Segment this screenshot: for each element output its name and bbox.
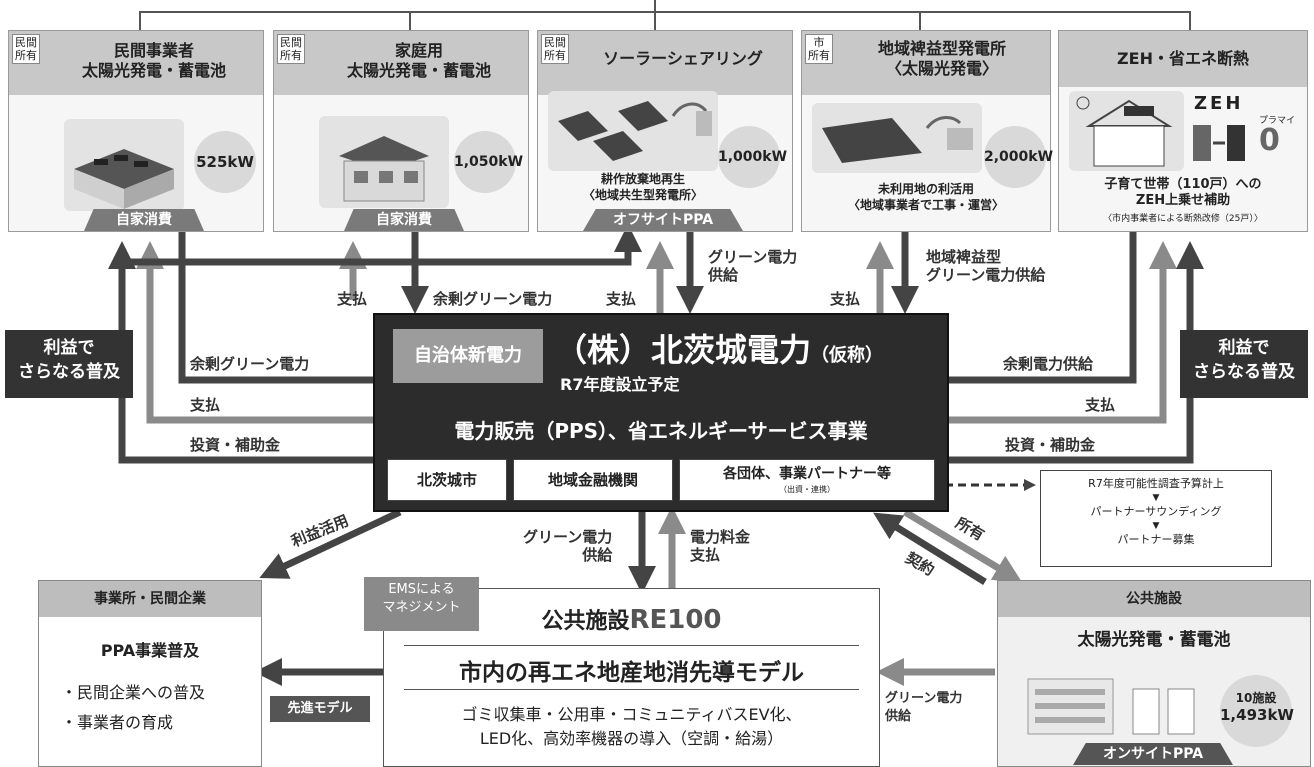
zeh-label: ZEH: [1194, 93, 1244, 114]
company-name: （株）北茨城電力（仮称）: [555, 331, 884, 369]
zero-label: プラマイ: [1259, 116, 1296, 126]
card-subnote: 〈市内事業者による断熱改修（25戸）〉: [1103, 214, 1263, 224]
advanced-model-tag: 先進モデル: [270, 696, 370, 722]
card-title: ソーラーシェアリング: [603, 49, 763, 68]
label-left-invest: 投資・補助金: [190, 436, 281, 454]
offsite-ppa-tab: オフサイトPPA: [583, 209, 743, 231]
public-facility-re100: EMSによる マネジメント 公共施設RE100 市内の再エネ地産地消先導モデル …: [364, 577, 880, 767]
establishment-note: R7年度設立予定: [560, 375, 680, 394]
capacity-badge: 10施設 1,493kW: [1220, 675, 1294, 747]
meter-icon: [1191, 123, 1251, 163]
card-title: ZEH・省エネ断熱: [1117, 49, 1249, 68]
owner-badge: 民間 所有: [12, 34, 40, 64]
divider: [404, 645, 859, 646]
label-pay-sharing: 支払: [606, 290, 637, 308]
section-head: 事業所・民間企業: [39, 581, 261, 617]
card-zeh: ZEH・省エネ断熱 ZEH プラマイ 0 子育て世帯（110戸）への ZEH上乗…: [1058, 30, 1308, 232]
divider: [404, 689, 859, 690]
solar-panel-icon: [812, 103, 982, 173]
ems-tag: EMSによる マネジメント: [364, 577, 479, 631]
capacity-badge: 1,000kW: [718, 126, 787, 188]
business-description: 電力販売（PPS）、省エネルギーサービス事業: [454, 419, 868, 443]
capacity-badge: 2,000kW: [984, 126, 1053, 188]
facility-title: 太陽光発電・蓄電池: [1077, 630, 1231, 650]
card-title: 地域裨益型発電所 〈太陽光発電〉: [877, 39, 1006, 78]
capacity-badge: 525kW: [194, 131, 256, 193]
label-green-supply: グリーン電力 供給: [708, 248, 798, 284]
zeh-house-icon: [1069, 91, 1184, 171]
list-item: ・事業者の育成: [61, 713, 174, 732]
section-head: 公共施設: [998, 581, 1310, 617]
roadmap-step-3: パートナー募集: [1117, 533, 1195, 546]
label-left-pay: 支払: [190, 396, 221, 414]
municipal-power-company: 自治体新電力 （株）北茨城電力（仮称） R7年度設立予定 電力販売（PPS）、省…: [373, 313, 949, 512]
label-right-pay: 支払: [1085, 396, 1116, 414]
business-private-enterprise: 事業所・民間企業 PPA事業普及 ・民間企業への普及 ・事業者の育成: [38, 580, 262, 767]
label-left-surplus: 余剰グリーン電力: [190, 355, 310, 373]
label-pay-house: 支払: [337, 290, 368, 308]
card-regional-power-plant: 市 所有 地域裨益型発電所 〈太陽光発電〉 2,000kW 未利用地の利活用 〈…: [801, 30, 1053, 232]
card-note: 未利用地の利活用 〈地域事業者で工事・運営〉: [847, 182, 1004, 212]
card-note: 耕作放棄地再生 〈地域共生型発電所〉: [582, 172, 703, 202]
house-solar-icon: [319, 116, 449, 208]
roadmap-box: R7年度可能性調査予算計上 ▼ パートナーサウンディング ▼ パートナー募集: [1040, 470, 1272, 567]
model-title: 市内の再エネ地産地消先導モデル: [459, 660, 804, 686]
owner-badge: 市 所有: [805, 34, 833, 64]
self-consumption-tab: 自家消費: [84, 209, 204, 231]
card-home-solar: 民間 所有 家庭用 太陽光発電・蓄電池 1,050kW 自家消費: [273, 30, 529, 232]
down-arrow-icon: ▼: [1152, 493, 1160, 503]
label-pay-regional: 支払: [830, 290, 861, 308]
card-title: 家庭用 太陽光発電・蓄電池: [346, 41, 491, 80]
zero-value: 0: [1259, 123, 1280, 158]
partner-groups: 各団体、事業パートナー等 （出資・連携）: [679, 459, 935, 501]
partner-city: 北茨城市: [387, 459, 507, 501]
list-item: ・民間企業への普及: [61, 683, 206, 702]
model-description: ゴミ収集車・公用車・コミュニティバスEV化、 LED化、高効率機器の導入（空調・…: [461, 705, 802, 748]
label-right-invest: 投資・補助金: [1005, 436, 1096, 454]
capacity-badge: 1,050kW: [454, 131, 523, 193]
card-solar-sharing: 民間 所有 ソーラーシェアリング 1,000kW 耕作放棄地再生 〈地域共生型発…: [537, 30, 793, 232]
ppa-title: PPA事業普及: [100, 641, 200, 660]
card-private-business-solar: 民間 所有 民間事業者 太陽光発電・蓄電池 525kW 自家消費: [8, 30, 264, 232]
roadmap-step-1: R7年度可能性調査予算計上: [1088, 477, 1224, 490]
label-br-green: グリーン電力 供給: [885, 691, 963, 724]
label-bottom-fee: 電力料金 支払: [690, 528, 751, 564]
owner-badge: 民間 所有: [277, 34, 305, 64]
re100-title: 公共施設RE100: [541, 605, 722, 635]
card-title: 民間事業者 太陽光発電・蓄電池: [81, 41, 226, 80]
label-surplus-green: 余剰グリーン電力: [433, 290, 553, 308]
partner-bank: 地域金融機関: [513, 459, 673, 501]
owner-badge: 民間 所有: [541, 34, 569, 64]
label-bottom-green: グリーン電力 供給: [523, 528, 613, 564]
self-consumption-tab: 自家消費: [344, 209, 464, 231]
public-building-solar-icon: [1023, 659, 1203, 739]
card-note: 子育て世帯（110戸）への ZEH上乗せ補助: [1104, 177, 1262, 208]
public-facility-solar: 公共施設 太陽光発電・蓄電池 10施設 1,493kW オンサイトPPA: [997, 580, 1311, 767]
profit-expansion-right: 利益で さらなる普及: [1180, 330, 1308, 398]
factory-solar-icon: [64, 119, 184, 211]
onsite-ppa-tab: オンサイトPPA: [1073, 743, 1233, 765]
down-arrow-icon: ▼: [1152, 521, 1160, 531]
label-regional-green: 地域裨益型 グリーン電力供給: [926, 248, 1046, 284]
roadmap-step-2: パートナーサウンディング: [1090, 505, 1222, 518]
label-right-surplus: 余剰電力供給: [1003, 355, 1094, 373]
profit-expansion-left: 利益で さらなる普及: [5, 330, 133, 398]
municipal-tag: 自治体新電力: [393, 329, 543, 383]
solar-farm-icon: [548, 91, 718, 171]
